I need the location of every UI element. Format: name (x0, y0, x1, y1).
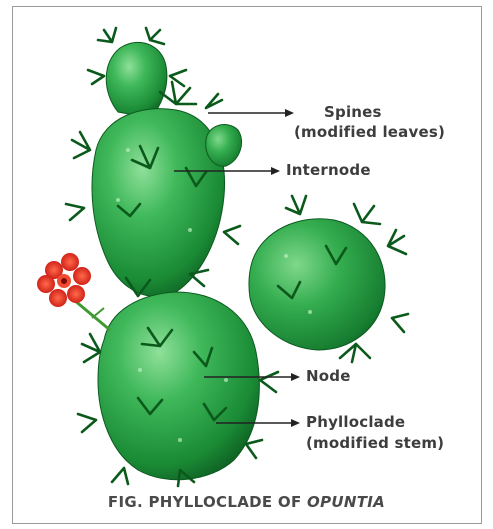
label-phylloclade-note: (modified stem) (306, 434, 444, 453)
label-phylloclade-line1: Phylloclade (306, 413, 405, 431)
bottom-pad (98, 292, 259, 480)
label-phylloclade-line2: (modified stem) (306, 434, 444, 452)
label-internode: Internode (286, 161, 371, 180)
opuntia-flower (37, 253, 110, 330)
top-pad (106, 42, 167, 118)
caption-genus: OPUNTIA (307, 493, 385, 511)
caption-prefix: FIG. PHYLLOCLADE OF (108, 493, 307, 511)
label-spines: Spines (324, 103, 382, 122)
label-spines-note: (modified leaves) (294, 123, 445, 142)
arrow-spines (208, 109, 294, 117)
right-pad (249, 219, 385, 350)
figure-caption: FIG. PHYLLOCLADE OF OPUNTIA (0, 493, 493, 511)
label-spines-line1: Spines (324, 103, 382, 121)
label-node: Node (306, 367, 351, 386)
label-phylloclade: Phylloclade (306, 413, 405, 432)
upper-pad (92, 109, 242, 297)
label-spines-line2: (modified leaves) (294, 123, 445, 141)
